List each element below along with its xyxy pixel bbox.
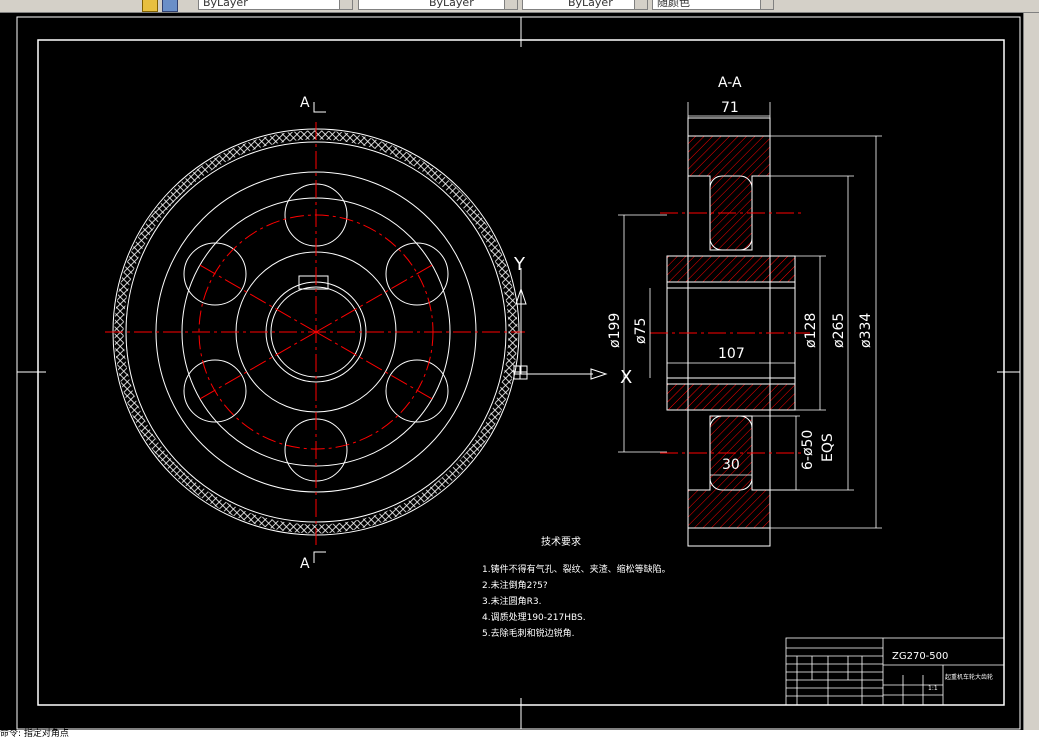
hub-bottom-hatch <box>666 383 796 411</box>
linetype-value: ByLayer <box>429 0 474 9</box>
note-item-3: 3.未注圆角R3. <box>482 595 541 607</box>
section-view <box>666 117 796 547</box>
section-label-bottom: A <box>300 556 310 572</box>
dim-d265: ø265 <box>831 313 847 348</box>
drawing-canvas[interactable]: A A Y X A-A <box>0 13 1023 730</box>
title-block <box>785 637 1005 706</box>
section-view-title: A-A <box>718 75 742 91</box>
dim-d334: ø334 <box>858 313 874 348</box>
lightening-holes <box>183 183 449 482</box>
lineweight-dropdown[interactable]: ByLayer <box>522 0 648 10</box>
sheet-border <box>16 16 1021 730</box>
dim-d128: ø128 <box>803 313 819 348</box>
dim-d75: ø75 <box>633 318 649 344</box>
keyway <box>298 275 329 290</box>
properties-toolbar: ByLayer ByLayer ByLayer 随颜色 <box>0 0 1039 13</box>
plotstyle-dropdown[interactable]: 随颜色 <box>652 0 774 10</box>
note-item-2: 2.未注倒角2?5? <box>482 579 548 591</box>
linetype-dropdown[interactable]: ByLayer <box>358 0 518 10</box>
layer-dropdown[interactable]: ByLayer <box>198 0 353 10</box>
hub-top-hatch <box>666 255 796 283</box>
cad-drawing[interactable]: A A Y X A-A <box>0 13 1023 730</box>
ucs-icon <box>513 268 608 380</box>
layer-state-icon[interactable] <box>142 0 158 12</box>
dim-71: 71 <box>721 100 739 116</box>
ucs-x-label: X <box>620 367 632 388</box>
command-text: 命令: 指定对角点 <box>0 729 69 739</box>
chevron-down-icon <box>634 0 647 9</box>
rim-top-hatch <box>687 135 771 251</box>
title-block-material: ZG270-500 <box>892 651 948 662</box>
section-label-top: A <box>300 95 310 111</box>
title-block-name: 起重机车轮大齿轮 <box>945 673 993 681</box>
note-item-4: 4.调质处理190-217HBS. <box>482 611 586 623</box>
dim-holes: 6-ø50 <box>800 430 816 470</box>
ucs-y-label: Y <box>513 254 526 275</box>
title-block-scale: 1:1 <box>928 685 938 692</box>
note-item-1: 1.铸件不得有气孔、裂纹、夹渣、缩松等缺陷。 <box>482 563 671 575</box>
chevron-down-icon <box>339 0 352 9</box>
section-dimensions <box>618 102 882 529</box>
notes-title: 技术要求 <box>541 535 581 548</box>
dim-30: 30 <box>722 457 740 473</box>
dim-107: 107 <box>718 346 745 362</box>
layer-manager-icon[interactable] <box>162 0 178 12</box>
plotstyle-value: 随颜色 <box>657 0 690 9</box>
vertical-scrollbar[interactable] <box>1023 13 1039 730</box>
section-centerlines <box>650 212 810 454</box>
centering-marks <box>17 17 1020 729</box>
dim-d199: ø199 <box>607 313 623 348</box>
layer-value: ByLayer <box>203 0 248 9</box>
section-marks <box>313 102 326 563</box>
chevron-down-icon <box>760 0 773 9</box>
note-item-5: 5.去除毛刺和锐边锐角. <box>482 627 574 639</box>
chevron-down-icon <box>504 0 517 9</box>
lineweight-value: ByLayer <box>568 0 613 9</box>
command-line[interactable]: 命令: 指定对角点 <box>0 730 1039 739</box>
front-centerlines <box>105 122 525 545</box>
dim-eqs: EQS <box>820 433 836 462</box>
